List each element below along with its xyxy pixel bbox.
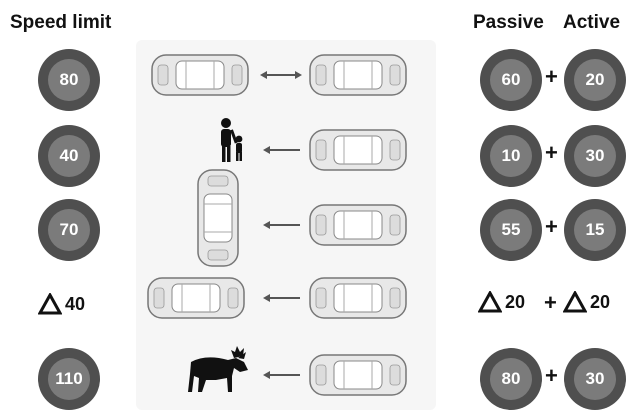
active-delta: 20	[563, 291, 610, 313]
active-speed-value: 30	[585, 146, 605, 165]
passive-header: Passive	[473, 12, 544, 33]
car-icon	[309, 54, 407, 96]
active-speed-value: 15	[585, 220, 605, 239]
plus-sign: +	[545, 64, 558, 89]
delta-icon	[563, 291, 587, 313]
passive-speed-value: 10	[501, 146, 521, 165]
delta-icon	[478, 291, 502, 313]
active-delta-value: 20	[590, 291, 611, 312]
car-icon	[309, 129, 407, 171]
active-speed-badge: 20	[564, 49, 626, 111]
passive-speed-value: 55	[501, 220, 521, 239]
plus-sign: +	[545, 214, 558, 239]
passive-delta-value: 20	[505, 291, 526, 312]
car-icon	[309, 277, 407, 319]
speed-limit-value: 80	[59, 70, 79, 89]
moose-icon	[188, 346, 248, 392]
speed-limit-value: 110	[55, 369, 83, 388]
delta-icon	[38, 293, 62, 315]
active-speed-value: 30	[585, 369, 605, 388]
car-icon	[197, 169, 239, 267]
speed-limit-delta: 40	[38, 293, 85, 315]
speed-limit-delta-value: 40	[65, 293, 86, 314]
active-speed-value: 20	[585, 70, 605, 89]
speed-limit-badge: 70	[38, 199, 100, 261]
plus-sign: +	[545, 363, 558, 388]
passive-speed-badge: 55	[480, 199, 542, 261]
speed-limit-badge: 110	[38, 348, 100, 410]
speed-limit-value: 40	[59, 146, 79, 165]
left-arrow-icon	[263, 294, 300, 302]
passive-delta: 20	[478, 291, 525, 313]
speed-limit-badge: 80	[38, 49, 100, 111]
speed-limit-header: Speed limit	[10, 12, 112, 33]
plus-sign: +	[544, 290, 557, 315]
traffic-scene	[136, 40, 436, 410]
double-arrow-icon	[260, 71, 302, 79]
speed-limit-value: 70	[59, 220, 79, 239]
passive-speed-value: 60	[501, 70, 521, 89]
active-header: Active	[563, 12, 621, 33]
active-speed-badge: 30	[564, 348, 626, 410]
car-icon	[309, 354, 407, 396]
left-arrow-icon	[263, 146, 300, 154]
active-speed-badge: 15	[564, 199, 626, 261]
passive-speed-badge: 60	[480, 49, 542, 111]
passive-speed-badge: 10	[480, 125, 542, 187]
left-arrow-icon	[263, 221, 300, 229]
car-icon	[147, 277, 245, 319]
plus-sign: +	[545, 140, 558, 165]
traffic-scene-graphic	[147, 54, 407, 396]
left-arrow-icon	[263, 371, 300, 379]
pedestrian-icon	[221, 118, 243, 162]
car-icon	[309, 204, 407, 246]
car-icon	[151, 54, 249, 96]
speed-limit-badge: 40	[38, 125, 100, 187]
active-speed-badge: 30	[564, 125, 626, 187]
passive-speed-badge: 80	[480, 348, 542, 410]
passive-speed-value: 80	[501, 369, 521, 388]
